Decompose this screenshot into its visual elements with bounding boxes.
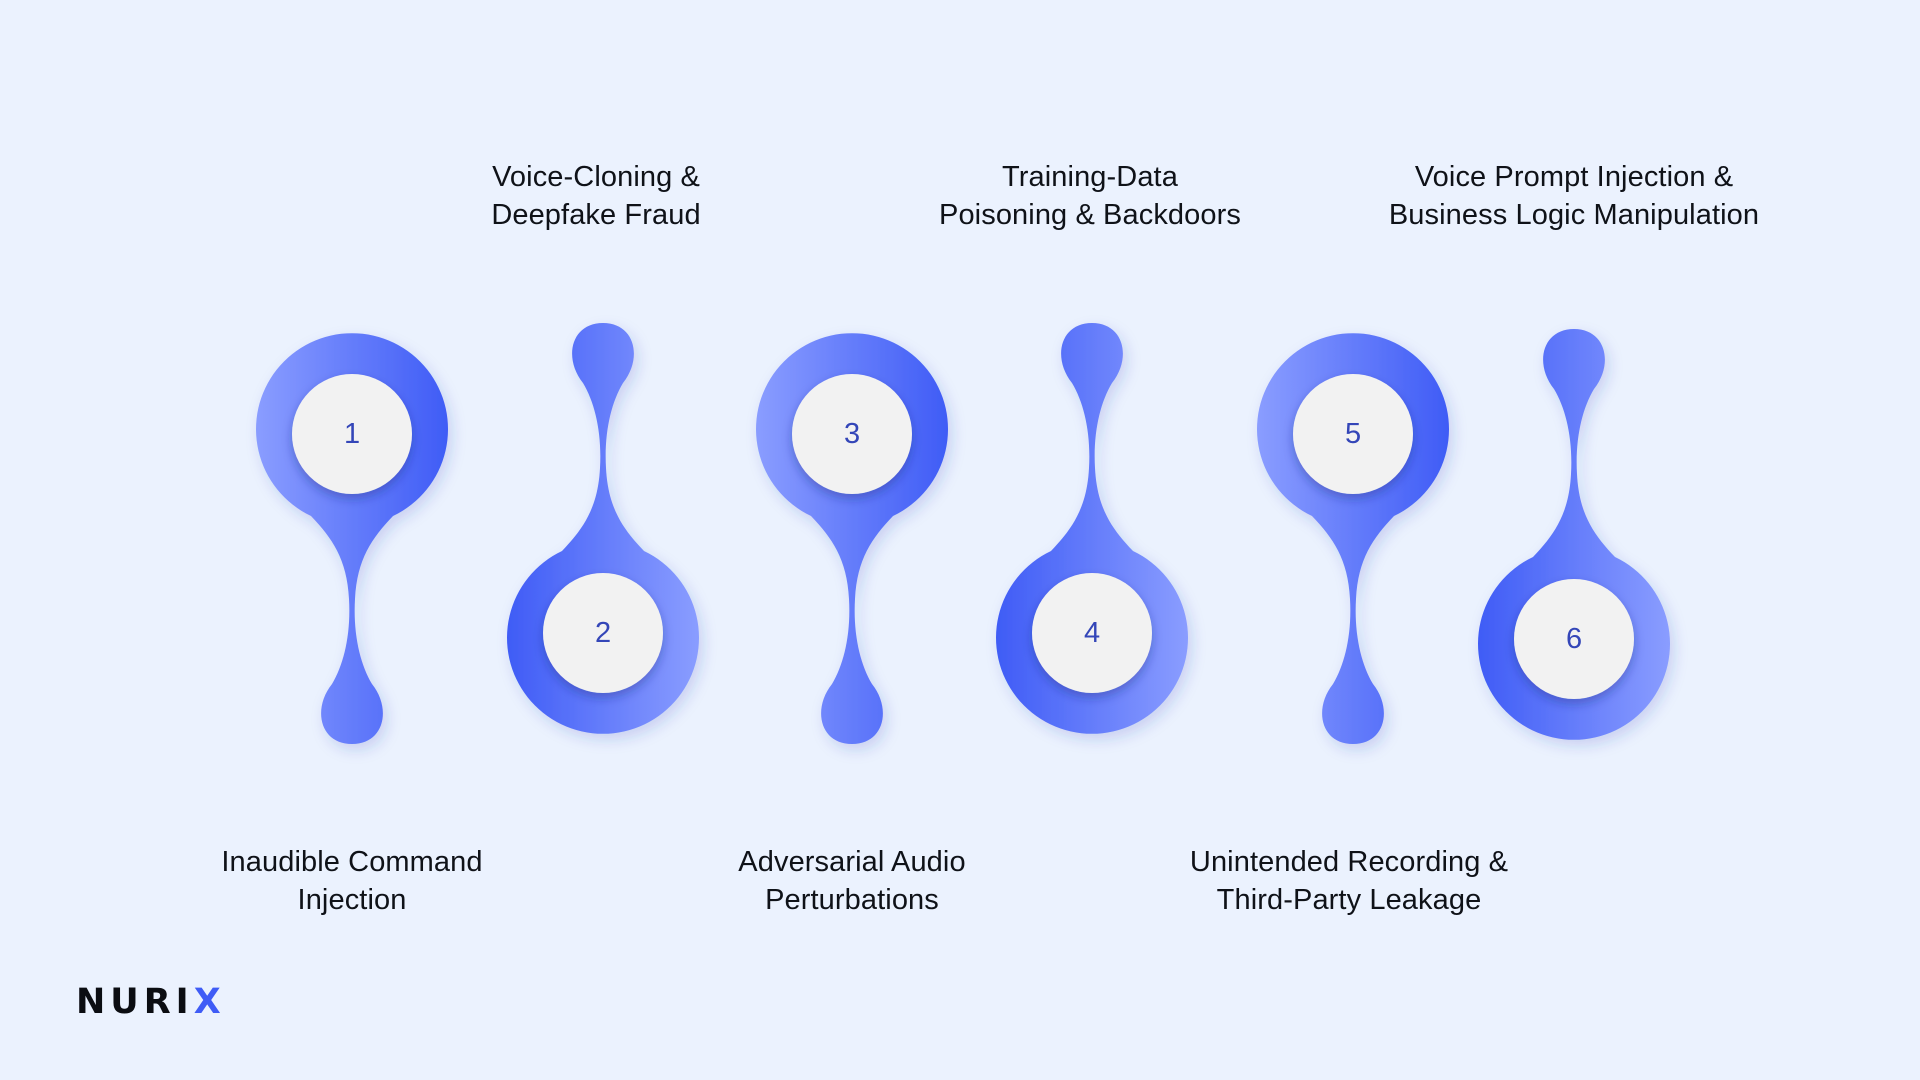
step-3-label: Adversarial Audio Perturbations [642, 843, 1062, 919]
logo-text-accent: X [193, 982, 226, 1022]
step-4-label-line-2: Poisoning & Backdoors [939, 199, 1241, 231]
step-5-label-line-1: Unintended Recording & [1189, 846, 1509, 878]
step-4-node: 4 [996, 323, 1188, 734]
step-6-number: 6 [1566, 623, 1582, 655]
step-1-label: Inaudible Command Injection [142, 843, 562, 919]
step-1-node: 1 [256, 333, 448, 744]
step-1-label-line-2: Injection [297, 884, 407, 916]
step-5-label-line-2: Third-Party Leakage [1216, 884, 1482, 916]
nurix-logo: NURIX [76, 980, 226, 1024]
step-2-number-badge [543, 573, 663, 693]
step-3-number-badge [792, 374, 912, 494]
step-1-number-badge [292, 374, 412, 494]
step-2-label-line-2: Deepfake Fraud [491, 199, 701, 231]
step-6-label-line-2: Business Logic Manipulation [1388, 199, 1760, 231]
step-6-label-line-1: Voice Prompt Injection & [1414, 161, 1734, 193]
step-2-number: 2 [595, 617, 611, 649]
step-1-number: 1 [344, 418, 360, 450]
step-5-number: 5 [1345, 418, 1361, 450]
step-3-label-line-2: Perturbations [765, 884, 939, 916]
step-2-label: Voice-Cloning & Deepfake Fraud [386, 158, 806, 234]
step-2-label-line-1: Voice-Cloning & [492, 161, 700, 193]
step-5-node: 5 [1257, 333, 1449, 744]
step-6-label: Voice Prompt Injection & Business Logic … [1364, 158, 1784, 234]
logo-text-main: NURI [76, 982, 194, 1022]
step-3-label-line-1: Adversarial Audio [738, 846, 966, 878]
step-1-label-line-1: Inaudible Command [221, 846, 483, 878]
step-2-node: 2 [507, 323, 699, 734]
logo-wordmark: NURIX [76, 982, 226, 1022]
step-6-node: 6 [1478, 329, 1670, 740]
step-4-label-line-1: Training-Data [1002, 161, 1178, 193]
step-3-number: 3 [844, 418, 860, 450]
step-3-node: 3 [756, 333, 948, 744]
step-6-number-badge [1514, 579, 1634, 699]
step-5-label: Unintended Recording & Third-Party Leaka… [1139, 843, 1559, 919]
step-4-number: 4 [1084, 617, 1100, 649]
step-5-number-badge [1293, 374, 1413, 494]
step-4-label: Training-Data Poisoning & Backdoors [880, 158, 1300, 234]
step-4-number-badge [1032, 573, 1152, 693]
